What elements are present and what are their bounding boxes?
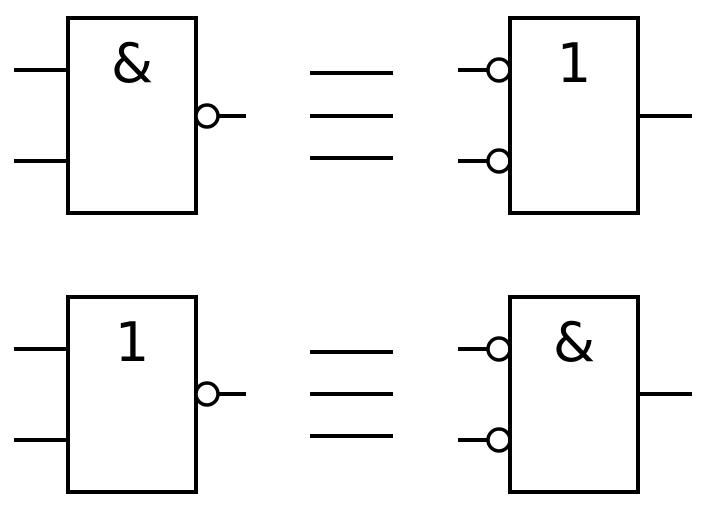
input-inversion-bubble-top (486, 336, 512, 362)
equivalence-symbol (310, 71, 393, 160)
gate-label: & (553, 311, 595, 374)
input-inversion-bubble-bottom (486, 427, 512, 453)
output-inversion-bubble (194, 103, 220, 129)
gate-nor: 1 (14, 295, 246, 494)
row-nor-equivalence: 1 & (14, 295, 692, 494)
gate-body (508, 16, 640, 215)
gate-or-inverted-inputs: 1 (458, 16, 692, 215)
gate-and-inverted-inputs: & (458, 295, 692, 494)
input-inversion-bubble-top (486, 57, 512, 83)
gate-label: 1 (115, 311, 149, 374)
gate-label: 1 (557, 32, 591, 95)
gate-nand: & (14, 16, 246, 215)
equivalence-symbol (310, 350, 393, 438)
input-inversion-bubble-bottom (486, 148, 512, 174)
row-nand-equivalence: & 1 (14, 16, 692, 215)
output-inversion-bubble (194, 381, 220, 407)
gate-label: & (111, 32, 153, 95)
